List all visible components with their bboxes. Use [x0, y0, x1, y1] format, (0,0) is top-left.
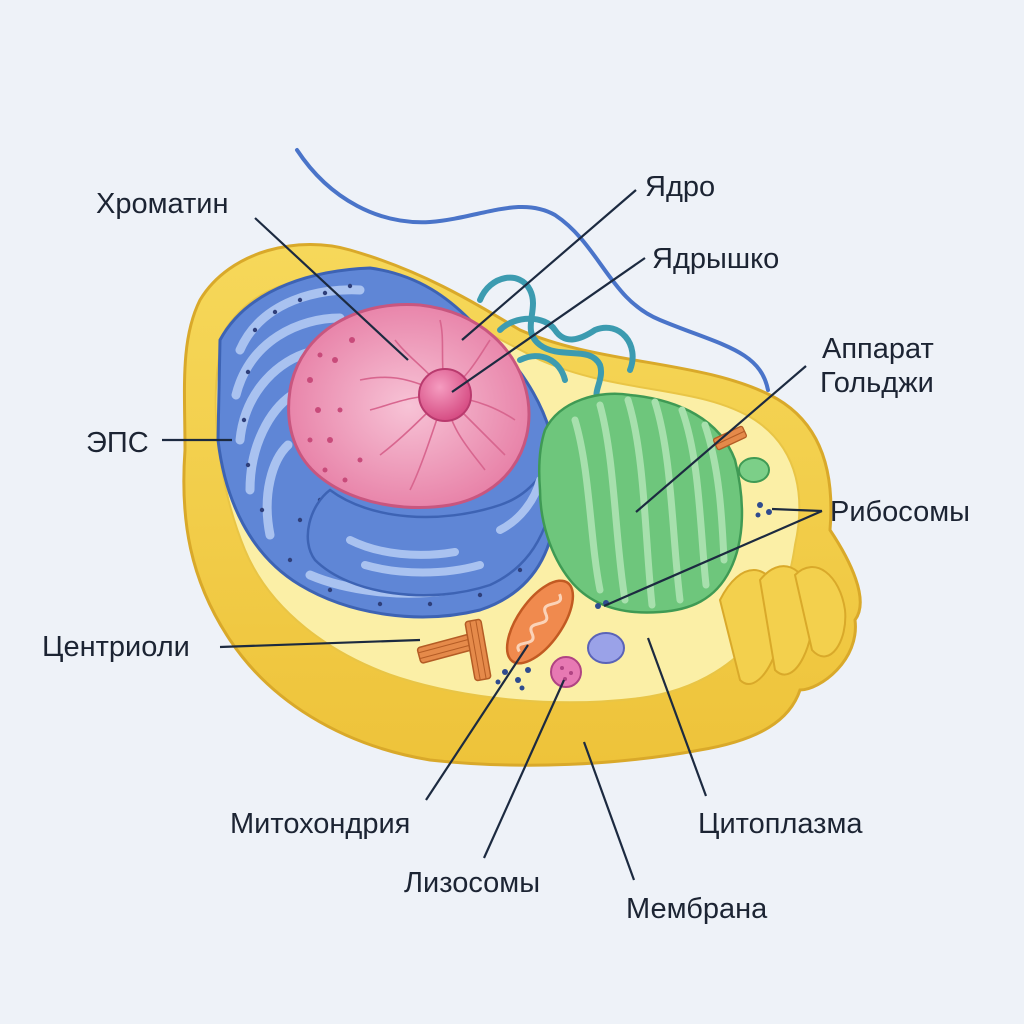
label-mitochondrion: Митохондрия — [230, 808, 410, 840]
label-nucleus: Ядро — [645, 171, 715, 203]
lysosome — [550, 656, 582, 688]
leader-cytoplasm — [646, 637, 708, 797]
mitochondrion — [505, 579, 575, 665]
leader-membrane — [582, 741, 636, 881]
leader-nucleus — [461, 189, 637, 341]
leader-ribosomes — [771, 507, 823, 513]
vesicle — [738, 457, 770, 483]
peroxisome — [587, 632, 625, 664]
label-cytoplasm: Цитоплазма — [698, 808, 863, 840]
label-nucleolus: Ядрышко — [652, 243, 779, 275]
nucleus — [287, 302, 531, 509]
label-centrioles: Центриоли — [42, 631, 190, 663]
tubular-network — [477, 274, 636, 403]
label-ribosomes: Рибосомы — [830, 496, 970, 528]
leader-lysosomes — [482, 679, 566, 859]
microvilli — [718, 565, 847, 685]
golgi-apparatus — [537, 392, 744, 614]
label-golgi-line1: Аппарат — [822, 333, 934, 365]
leader-golgi — [635, 365, 807, 513]
leader-centrioles — [219, 638, 421, 649]
label-chromatin: Хроматин — [96, 188, 229, 220]
label-golgi-line2: Гольджи — [820, 367, 934, 399]
leader-mitochondrion — [425, 644, 529, 801]
label-lysosomes: Лизосомы — [404, 867, 540, 899]
leader-ribosomes-2 — [603, 509, 823, 608]
leader-nucleolus — [451, 257, 646, 393]
label-membrane: Мембрана — [626, 893, 768, 925]
nucleolus — [418, 368, 472, 422]
leader-chromatin — [254, 217, 409, 361]
centrioles — [416, 618, 492, 682]
free-ribosomes — [495, 502, 772, 691]
flagellum — [295, 148, 770, 392]
label-er: ЭПС — [86, 427, 149, 459]
er-front-folds — [346, 476, 544, 577]
leader-lines — [162, 189, 823, 881]
